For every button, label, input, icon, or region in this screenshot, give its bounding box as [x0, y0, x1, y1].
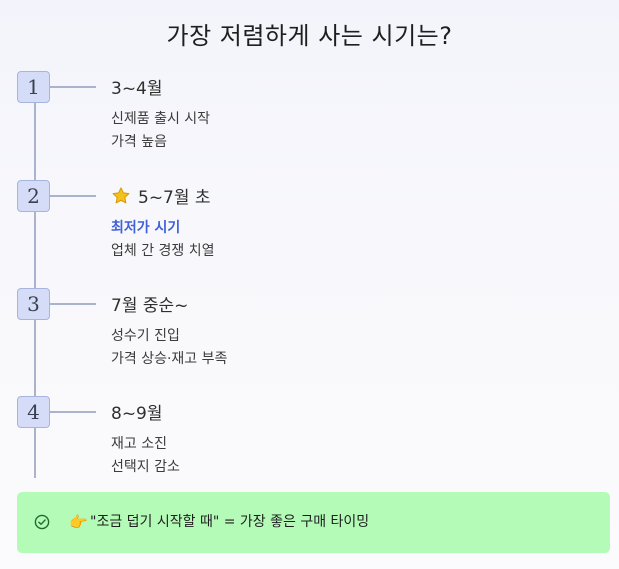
- timeline-step-2: 2 5~7월 초 최저가 시기 업체 간 경쟁 치열: [17, 180, 577, 280]
- step-period-label: 3~4월: [111, 79, 163, 99]
- step-detail: 업체 간 경쟁 치열: [111, 243, 215, 259]
- timeline-step-1: 1 3~4월 신제품 출시 시작 가격 높음: [17, 71, 577, 171]
- step-number-badge: 3: [17, 288, 50, 320]
- step-detail: 가격 높음: [111, 134, 167, 150]
- step-number-badge: 2: [17, 180, 50, 212]
- step-number-badge: 1: [17, 71, 50, 103]
- step-connector: [50, 411, 96, 413]
- timeline-line: [34, 90, 36, 478]
- step-period: 3~4월: [111, 74, 163, 99]
- check-circle-icon: [34, 514, 50, 530]
- pointing-hand-icon: 👉: [69, 513, 88, 531]
- step-detail: 선택지 감소: [111, 459, 180, 475]
- step-detail: 가격 상승·재고 부족: [111, 351, 228, 367]
- step-connector: [50, 303, 96, 305]
- step-period: 5~7월 초: [111, 183, 211, 208]
- step-period: 7월 중순~: [111, 291, 188, 316]
- page-title: 가장 저렴하게 사는 시기는?: [166, 22, 453, 50]
- step-connector: [50, 86, 96, 88]
- step-highlight-text: 최저가 시기: [111, 220, 181, 236]
- step-period-label: 7월 중순~: [111, 296, 189, 316]
- timeline-step-4: 4 8~9월 재고 소진 선택지 감소: [17, 396, 577, 496]
- star-icon: [112, 186, 130, 203]
- step-period-label: 5~7월 초: [138, 188, 211, 208]
- timeline-step-3: 3 7월 중순~ 성수기 진입 가격 상승·재고 부족: [17, 288, 577, 388]
- step-period-label: 8~9월: [111, 404, 163, 424]
- step-period: 8~9월: [111, 399, 163, 424]
- step-description: 성수기 진입: [111, 328, 180, 344]
- step-description: 신제품 출시 시작: [111, 111, 211, 127]
- step-description: 재고 소진: [111, 436, 167, 452]
- tip-callout: 👉 "조금 덥기 시작할 때" = 가장 좋은 구매 타이밍: [17, 492, 610, 553]
- step-connector: [50, 195, 96, 197]
- step-number-badge: 4: [17, 396, 50, 428]
- tip-text: "조금 덥기 시작할 때" = 가장 좋은 구매 타이밍: [90, 514, 370, 530]
